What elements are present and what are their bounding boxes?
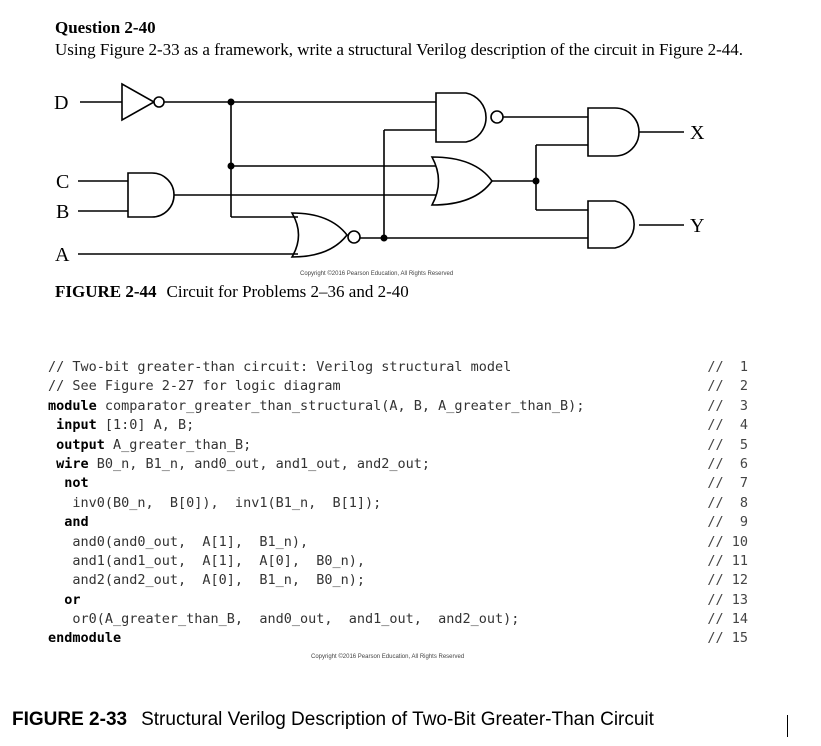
line-number: // 12 — [707, 572, 748, 589]
line-number: // 4 — [707, 417, 748, 434]
output-label-x: X — [690, 122, 705, 144]
code-line: module comparator_greater_than_structura… — [48, 397, 748, 416]
code-line: inv0(B0_n, B[0]), inv1(B1_n, B[1]); // 8 — [48, 494, 748, 513]
figure-2-33-label: FIGURE 2-33 — [12, 709, 128, 730]
code-text: and1(and1_out, A[1], A[0], B0_n), — [48, 552, 365, 569]
code-keyword: wire — [48, 455, 89, 472]
code-keyword: not — [48, 475, 89, 492]
code-text: [1:0] A, B; — [96, 417, 195, 434]
code-text: inv0(B0_n, B[0]), inv1(B1_n, B[1]); — [48, 494, 382, 511]
code-line: and // 9 — [48, 513, 748, 532]
code-text: and0(and0_out, A[1], B1_n), — [48, 533, 309, 550]
code-line: input [1:0] A, B; // 4 — [48, 416, 748, 435]
code-keyword: input — [48, 417, 97, 434]
figure-2-33-copyright: Copyright ©2016 Pearson Education, All R… — [311, 654, 465, 660]
line-number: // 9 — [707, 514, 748, 531]
line-number: // 10 — [707, 533, 748, 550]
question-title: Question 2-40 — [55, 18, 156, 37]
line-number: // 1 — [707, 359, 748, 375]
line-number: // 14 — [707, 611, 748, 628]
code-line: // See Figure 2-27 for logic diagram // 2 — [48, 377, 748, 396]
code-line: wire B0_n, B1_n, and0_out, and1_out, and… — [48, 455, 748, 474]
input-label-c: C — [56, 171, 69, 193]
code-line: or0(A_greater_than_B, and0_out, and1_out… — [48, 610, 748, 629]
line-number: // 13 — [707, 591, 748, 608]
code-comment: // See Figure 2-27 for logic diagram — [48, 378, 341, 395]
code-keyword: output — [48, 436, 105, 453]
code-line: // Two-bit greater-than circuit: Verilog… — [48, 358, 748, 377]
code-keyword: endmodule — [48, 630, 122, 647]
code-line: not // 7 — [48, 474, 748, 493]
code-text: or0(A_greater_than_B, and0_out, and1_out… — [48, 611, 520, 628]
code-keyword: or — [48, 591, 81, 608]
code-keyword: and — [48, 514, 89, 531]
code-text: B0_n, B1_n, and0_out, and1_out, and2_out… — [88, 455, 431, 472]
line-number: // 7 — [707, 475, 748, 492]
line-number: // 15 — [707, 630, 748, 647]
figure-2-44-caption-text: Circuit for Problems 2–36 and 2-40 — [166, 282, 409, 301]
figure-2-44-label: FIGURE 2-44 — [55, 282, 157, 301]
code-line: output A_greater_than_B; // 5 — [48, 436, 748, 455]
question-text: Using Figure 2-33 as a framework, write … — [55, 40, 744, 59]
figure-2-33-caption: FIGURE 2-33 Structural Verilog Descriptio… — [12, 709, 654, 731]
figure-2-33-caption-text: Structural Verilog Description of Two-Bi… — [141, 709, 654, 730]
code-line: endmodule // 15 — [48, 629, 748, 648]
code-comment: // Two-bit greater-than circuit: Verilog… — [48, 359, 512, 375]
line-number: // 8 — [707, 494, 748, 511]
figure-2-44-copyright: Copyright ©2016 Pearson Education, All R… — [300, 270, 453, 277]
code-line: or // 13 — [48, 591, 748, 610]
code-line: and1(and1_out, A[1], A[0], B0_n), // 11 — [48, 552, 748, 571]
input-label-a: A — [55, 244, 70, 266]
output-label-y: Y — [690, 215, 704, 237]
line-number: // 5 — [707, 436, 748, 453]
code-text: and2(and2_out, A[0], B1_n, B0_n); — [48, 572, 365, 589]
figure-2-44-caption: FIGURE 2-44 Circuit for Problems 2–36 and… — [55, 282, 409, 302]
code-line: and2(and2_out, A[0], B1_n, B0_n); // 12 — [48, 571, 748, 590]
input-label-d: D — [54, 92, 68, 114]
code-text: comparator_greater_than_structural(A, B,… — [96, 397, 585, 414]
code-line: and0(and0_out, A[1], B1_n), // 10 — [48, 533, 748, 552]
text-cursor — [787, 715, 788, 737]
line-number: // 2 — [707, 378, 748, 395]
circuit-diagram: D C B A X Y Copyright ©2016 Pearson Educ… — [54, 82, 705, 277]
code-keyword: module — [48, 397, 97, 414]
line-number: // 11 — [707, 552, 748, 569]
line-number: // 3 — [707, 397, 748, 414]
code-text: A_greater_than_B; — [104, 436, 252, 453]
line-number: // 6 — [707, 455, 748, 472]
input-label-b: B — [56, 201, 69, 223]
verilog-code-listing: // Two-bit greater-than circuit: Verilog… — [48, 358, 748, 649]
